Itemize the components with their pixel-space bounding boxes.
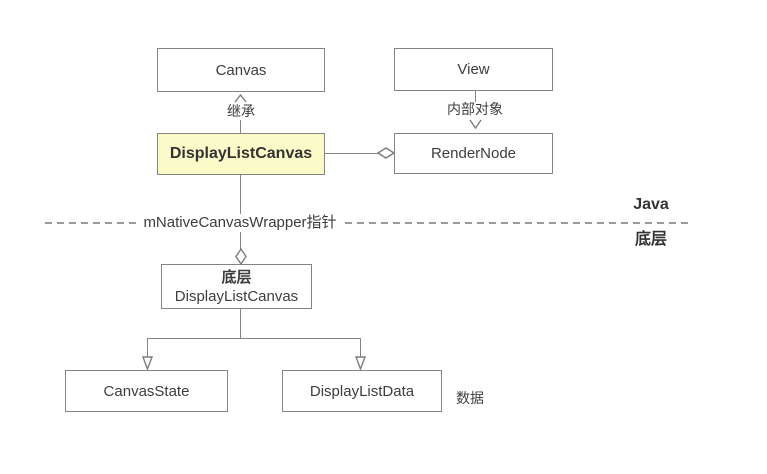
node-canvasstate-label: CanvasState xyxy=(103,382,190,400)
layer-divider-line xyxy=(45,222,693,224)
aggregation-diamond-icon xyxy=(377,147,395,159)
node-displaylistcanvas-label: DisplayListCanvas xyxy=(169,145,313,162)
connector-split-line xyxy=(147,338,360,339)
java-layer-label: Java xyxy=(633,196,669,213)
connector-inherit-line xyxy=(240,120,241,134)
node-native-displaylistcanvas-label-top: 底层 xyxy=(221,268,252,286)
node-native-displaylistcanvas: 底层 DisplayListCanvas xyxy=(161,264,312,309)
connector-aggregation-line xyxy=(325,153,378,154)
node-displaylistdata: DisplayListData xyxy=(282,370,442,412)
native-pointer-edge-label: mNativeCanvasWrapper指针 xyxy=(140,214,340,232)
inherit-arrow-icon xyxy=(234,94,247,103)
node-canvas: Canvas xyxy=(157,48,325,92)
inherit-edge-label: 继承 xyxy=(227,103,255,119)
connector-internal-object-line xyxy=(475,91,476,102)
node-displaylistdata-label: DisplayListData xyxy=(309,382,415,400)
native-layer-label: 底层 xyxy=(634,231,667,248)
node-canvasstate: CanvasState xyxy=(65,370,228,412)
connector-native-pointer-line xyxy=(240,175,241,250)
node-view-label: View xyxy=(457,61,490,78)
node-rendernode-label: RenderNode xyxy=(430,145,517,162)
node-canvas-label: Canvas xyxy=(215,61,267,79)
internal-object-edge-label: 内部对象 xyxy=(447,101,503,117)
connector-canvasstate-drop-line xyxy=(147,338,148,357)
data-edge-label: 数据 xyxy=(456,390,484,406)
node-view: View xyxy=(394,48,553,91)
native-aggregation-diamond-icon xyxy=(235,248,247,265)
node-displaylistcanvas: DisplayListCanvas xyxy=(157,133,325,175)
connector-displaylistdata-drop-line xyxy=(360,338,361,357)
displaylistdata-arrow-icon xyxy=(354,356,367,370)
internal-object-arrow-icon xyxy=(469,119,482,129)
node-native-displaylistcanvas-label-bottom: DisplayListCanvas xyxy=(174,287,299,305)
connector-native-stem-line xyxy=(240,309,241,338)
node-rendernode: RenderNode xyxy=(394,133,553,174)
canvasstate-arrow-icon xyxy=(141,356,154,370)
